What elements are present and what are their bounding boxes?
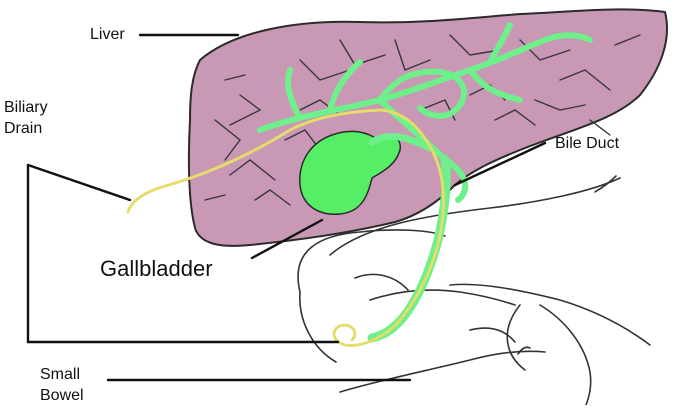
biliary-drain-leader <box>28 165 130 200</box>
bile-duct-label: Bile Duct <box>555 133 619 154</box>
bowel-loop-outline <box>370 290 515 305</box>
pancreas-curve <box>450 284 650 345</box>
biliary-drain-label-line1: Biliary <box>4 97 48 118</box>
biliary-drain-label: Biliary Drain <box>4 97 48 139</box>
small-bowel-label-line1: Small <box>40 364 84 385</box>
bowel-inner-curve <box>355 274 408 290</box>
biliary-drain-label-line2: Drain <box>4 118 48 139</box>
bowel-lower-outline <box>340 351 545 392</box>
bowel-right-outline <box>540 305 591 405</box>
gallbladder-label: Gallbladder <box>100 256 213 282</box>
small-bowel-label-line2: Bowel <box>40 385 84 406</box>
liver-label: Liver <box>90 24 125 45</box>
duodenum-outline-left <box>300 292 336 362</box>
small-bowel-label: Small Bowel <box>40 364 84 406</box>
